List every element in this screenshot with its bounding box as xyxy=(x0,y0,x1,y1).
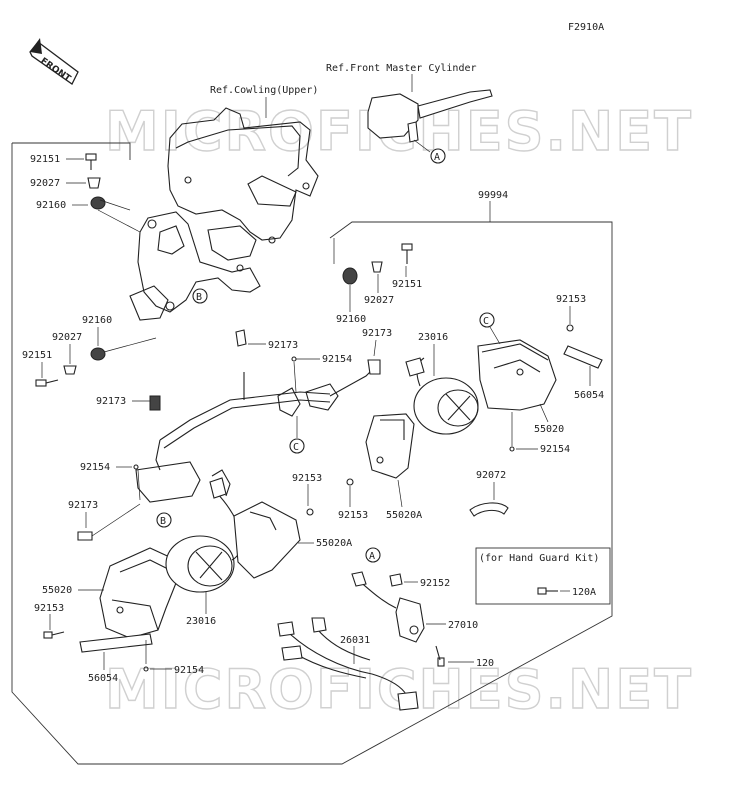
part-92160-b: 92160 xyxy=(82,315,112,326)
part-120: 120 xyxy=(476,658,494,669)
bolt-120 xyxy=(435,645,445,667)
cowling-stay-frame xyxy=(129,107,319,321)
damper-92160-c xyxy=(342,267,358,285)
screw-92153-mid xyxy=(306,508,314,516)
callout-b-lower-label: B xyxy=(160,516,166,527)
front-arrow-icon: FRONT xyxy=(29,38,79,85)
band-92072 xyxy=(469,502,509,517)
part-56054-left: 56054 xyxy=(88,673,118,684)
kit-note: (for Hand Guard Kit) xyxy=(479,553,599,564)
switch-27010 xyxy=(351,571,425,643)
screw-92153-left xyxy=(43,631,65,639)
callout-c-bracket-label: C xyxy=(293,442,299,453)
part-56054-right: 56054 xyxy=(574,390,604,401)
damper-92160-b xyxy=(90,347,106,361)
bolt-92151-c xyxy=(401,243,413,264)
screw-92154-top xyxy=(291,356,297,362)
part-92151-a: 92151 xyxy=(30,154,60,165)
part-92154-right: 92154 xyxy=(540,444,570,455)
part-92154-top: 92154 xyxy=(322,354,352,365)
callout-c-right-label: C xyxy=(483,316,489,327)
ref-cowling-upper: Ref.Cowling(Upper) xyxy=(210,85,318,96)
part-26031: 26031 xyxy=(340,635,370,646)
bolt-120A xyxy=(537,587,558,595)
callout-b-lower xyxy=(156,512,172,528)
hand-guard-kit-box xyxy=(475,547,611,605)
callout-a-top xyxy=(430,148,446,164)
pad-56054-left xyxy=(79,633,153,653)
figure-code: F2910A xyxy=(568,22,604,33)
callout-b-frame xyxy=(192,288,208,304)
callout-a-lower-label: A xyxy=(369,551,375,562)
bolt-92173-low xyxy=(77,531,93,541)
front-master-cylinder xyxy=(367,89,493,153)
part-92027-a: 92027 xyxy=(30,178,60,189)
part-55020A-left: 55020A xyxy=(316,538,352,549)
screw-92153-center xyxy=(346,478,354,486)
screw-92153-right xyxy=(566,324,574,332)
damper-92160-a xyxy=(90,196,106,210)
part-92027-c: 92027 xyxy=(364,295,394,306)
part-92160-a: 92160 xyxy=(36,200,66,211)
part-55020-left: 55020 xyxy=(42,585,72,596)
part-92152: 92152 xyxy=(420,578,450,589)
bolt-92151-b xyxy=(35,379,59,387)
part-92173-top: 92173 xyxy=(268,340,298,351)
wire-harness-26031 xyxy=(277,617,419,711)
part-55020A-right: 55020A xyxy=(386,510,422,521)
part-55020-right: 55020 xyxy=(534,424,564,435)
part-92151-b: 92151 xyxy=(22,350,52,361)
callout-c-bracket xyxy=(289,438,305,454)
callout-a-top-label: A xyxy=(434,152,440,163)
bolt-92173-top xyxy=(235,329,247,347)
part-23016-right: 23016 xyxy=(418,332,448,343)
light-stay-bracket xyxy=(135,369,373,503)
part-23016-left: 23016 xyxy=(186,616,216,627)
watermark-bottom: MICROFICHES.NET xyxy=(105,658,693,721)
part-92151-c: 92151 xyxy=(392,279,422,290)
part-92153-right: 92153 xyxy=(556,294,586,305)
part-92160-c: 92160 xyxy=(336,314,366,325)
collar-92027-a xyxy=(87,177,101,189)
part-92153-center: 92153 xyxy=(338,510,368,521)
part-92072: 92072 xyxy=(476,470,506,481)
pad-56054-right xyxy=(563,345,603,369)
part-92154-mid: 92154 xyxy=(80,462,110,473)
part-27010: 27010 xyxy=(448,620,478,631)
kit-note-bg xyxy=(480,551,606,563)
collar-92027-b xyxy=(63,365,77,375)
callout-b-frame-label: B xyxy=(196,292,202,303)
fog-light-right xyxy=(365,339,557,479)
bolt-92173-left xyxy=(149,395,161,411)
part-92173-low: 92173 xyxy=(68,500,98,511)
screw-92154-low xyxy=(143,666,149,672)
part-92153-left: 92153 xyxy=(34,603,64,614)
callout-a-lower xyxy=(365,547,381,563)
bolt-92173-right xyxy=(367,359,381,375)
ref-front-master-cylinder: Ref.Front Master Cylinder xyxy=(326,63,477,74)
fog-light-left xyxy=(99,477,301,639)
part-92173-right: 92173 xyxy=(362,328,392,339)
bolt-92151-a xyxy=(85,153,97,170)
part-92173-left: 92173 xyxy=(96,396,126,407)
part-92153-mid: 92153 xyxy=(292,473,322,484)
part-120A: 120A xyxy=(572,587,596,598)
assembly-box xyxy=(11,142,613,765)
part-99994: 99994 xyxy=(478,190,508,201)
screw-92154-right xyxy=(509,446,515,452)
callout-c-right xyxy=(479,312,495,328)
part-92154-low: 92154 xyxy=(174,665,204,676)
collar-92027-c xyxy=(371,261,383,273)
part-92027-b: 92027 xyxy=(52,332,82,343)
screw-92154-mid xyxy=(133,464,139,470)
